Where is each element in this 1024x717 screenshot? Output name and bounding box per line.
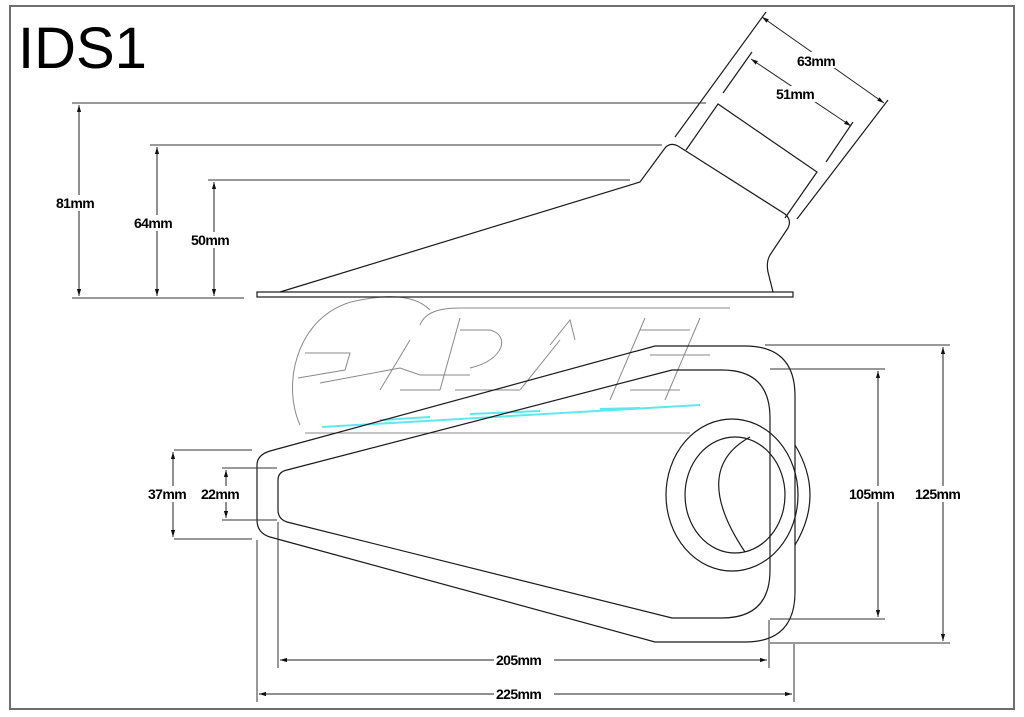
dim-inner-nose-width: 22mm (201, 486, 239, 502)
dim-outer-length: 225mm (496, 686, 541, 702)
dim-inner-length: 205mm (496, 652, 541, 668)
outer-outline (256, 345, 796, 643)
dim-inner-width: 105mm (849, 486, 894, 502)
outer-ring (665, 418, 799, 572)
inner-tube-outline (685, 103, 818, 219)
dim-inner-diameter: 51mm (776, 86, 814, 102)
dim-outer-width: 125mm (915, 486, 960, 502)
inner-ring (684, 436, 786, 554)
dim-overall-height: 81mm (56, 195, 94, 211)
dim-low-height: 50mm (191, 232, 229, 248)
drawing-title: IDS1 (18, 16, 147, 81)
dim-mid-height: 64mm (134, 215, 172, 231)
dim-outer-nose-width: 37mm (148, 486, 186, 502)
top-view: 37mm 22mm 105mm 125mm 205mm 225mm (147, 344, 972, 702)
logo-watermark (292, 296, 730, 434)
dim-outer-diameter: 63mm (797, 53, 835, 69)
drawing-frame (9, 5, 1015, 710)
inner-outline (277, 369, 771, 619)
tube-arc (718, 436, 751, 553)
side-view: 63mm 51mm 81mm 64mm 50mm (55, 11, 889, 299)
side-body-outline (279, 143, 791, 293)
base-plate (256, 291, 794, 298)
